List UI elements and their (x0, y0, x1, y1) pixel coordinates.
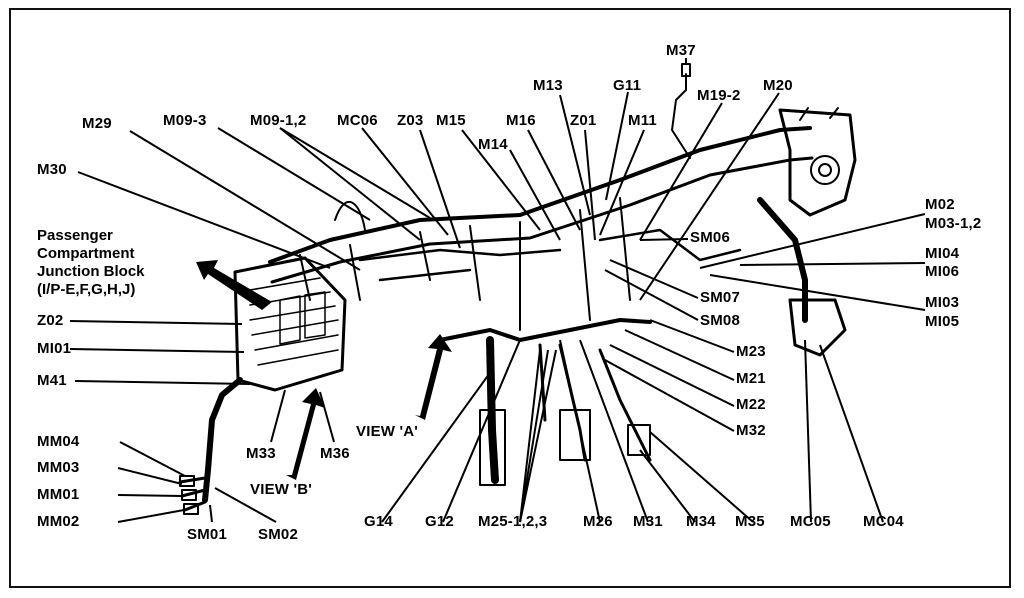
label-mm03: MM03 (37, 459, 80, 476)
label-sm08: SM08 (700, 312, 740, 329)
label-m31: M31 (633, 513, 663, 530)
label-mi04: MI04 (925, 245, 960, 262)
label-m03-1-2: M03-1,2 (925, 215, 982, 232)
left-harness (202, 377, 243, 503)
label-z01: Z01 (570, 112, 597, 129)
label-m02: M02 (925, 196, 955, 213)
label-g14: G14 (364, 513, 393, 530)
label-m35: M35 (735, 513, 765, 530)
label-m37: M37 (666, 42, 696, 59)
label-mi06: MI06 (925, 263, 960, 280)
right-harness (757, 197, 808, 323)
label-m20: M20 (763, 77, 793, 94)
label-m30: M30 (37, 161, 67, 178)
label-m41: M41 (37, 372, 67, 389)
title-line-3: Junction Block (37, 263, 145, 280)
label-view-b: VIEW 'B' (250, 481, 313, 498)
label-m32: M32 (736, 422, 766, 439)
view-b-arrow (286, 388, 325, 480)
label-mc06: MC06 (337, 112, 378, 129)
label-m09-3: M09-3 (163, 112, 207, 129)
label-g12: G12 (425, 513, 454, 530)
leader-lines (69, 58, 926, 523)
label-m25-1-2-3: M25-1,2,3 (478, 513, 548, 530)
center-harness (438, 318, 652, 342)
diagram-frame (9, 8, 1011, 588)
m37-wire (671, 73, 691, 159)
label-m09-1-2: M09-1,2 (250, 112, 307, 129)
label-sm06: SM06 (690, 229, 730, 246)
label-mi01: MI01 (37, 340, 72, 357)
label-mi03: MI03 (925, 294, 960, 311)
label-z03: Z03 (397, 112, 424, 129)
label-m14: M14 (478, 136, 508, 153)
label-z02: Z02 (37, 312, 64, 329)
title-line-4: (I/P-E,F,G,H,J) (37, 281, 136, 298)
label-m26: M26 (583, 513, 613, 530)
label-m19-2: M19-2 (697, 87, 741, 104)
label-mm04: MM04 (37, 433, 80, 450)
label-sm07: SM07 (700, 289, 740, 306)
right-bracket (778, 108, 857, 217)
label-m22: M22 (736, 396, 766, 413)
label-g11: G11 (613, 77, 642, 94)
label-m15: M15 (436, 112, 466, 129)
label-sm02: SM02 (258, 526, 298, 543)
label-mm01: MM01 (37, 486, 80, 503)
title-line-1: Passenger (37, 227, 113, 244)
label-m16: M16 (506, 112, 536, 129)
label-m21: M21 (736, 370, 766, 387)
label-m29: M29 (82, 115, 112, 132)
title-line-2: Compartment (37, 245, 135, 262)
label-mc05: MC05 (790, 513, 831, 530)
label-m36: M36 (320, 445, 350, 462)
label-m11: M11 (628, 112, 657, 129)
dash-crossbar (268, 126, 812, 264)
label-m13: M13 (533, 77, 563, 94)
label-m33: M33 (246, 445, 276, 462)
view-arrows (196, 260, 452, 480)
label-m23: M23 (736, 343, 766, 360)
label-mm02: MM02 (37, 513, 80, 530)
label-view-a: VIEW 'A' (356, 423, 419, 440)
label-sm01: SM01 (187, 526, 227, 543)
view-a-arrow (415, 334, 452, 420)
label-m34: M34 (686, 513, 716, 530)
junction-block-title: Passenger Compartment Junction Block (I/… (37, 227, 145, 299)
junction-block-arrow (196, 260, 272, 310)
label-mc04: MC04 (863, 513, 904, 530)
label-mi05: MI05 (925, 313, 960, 330)
